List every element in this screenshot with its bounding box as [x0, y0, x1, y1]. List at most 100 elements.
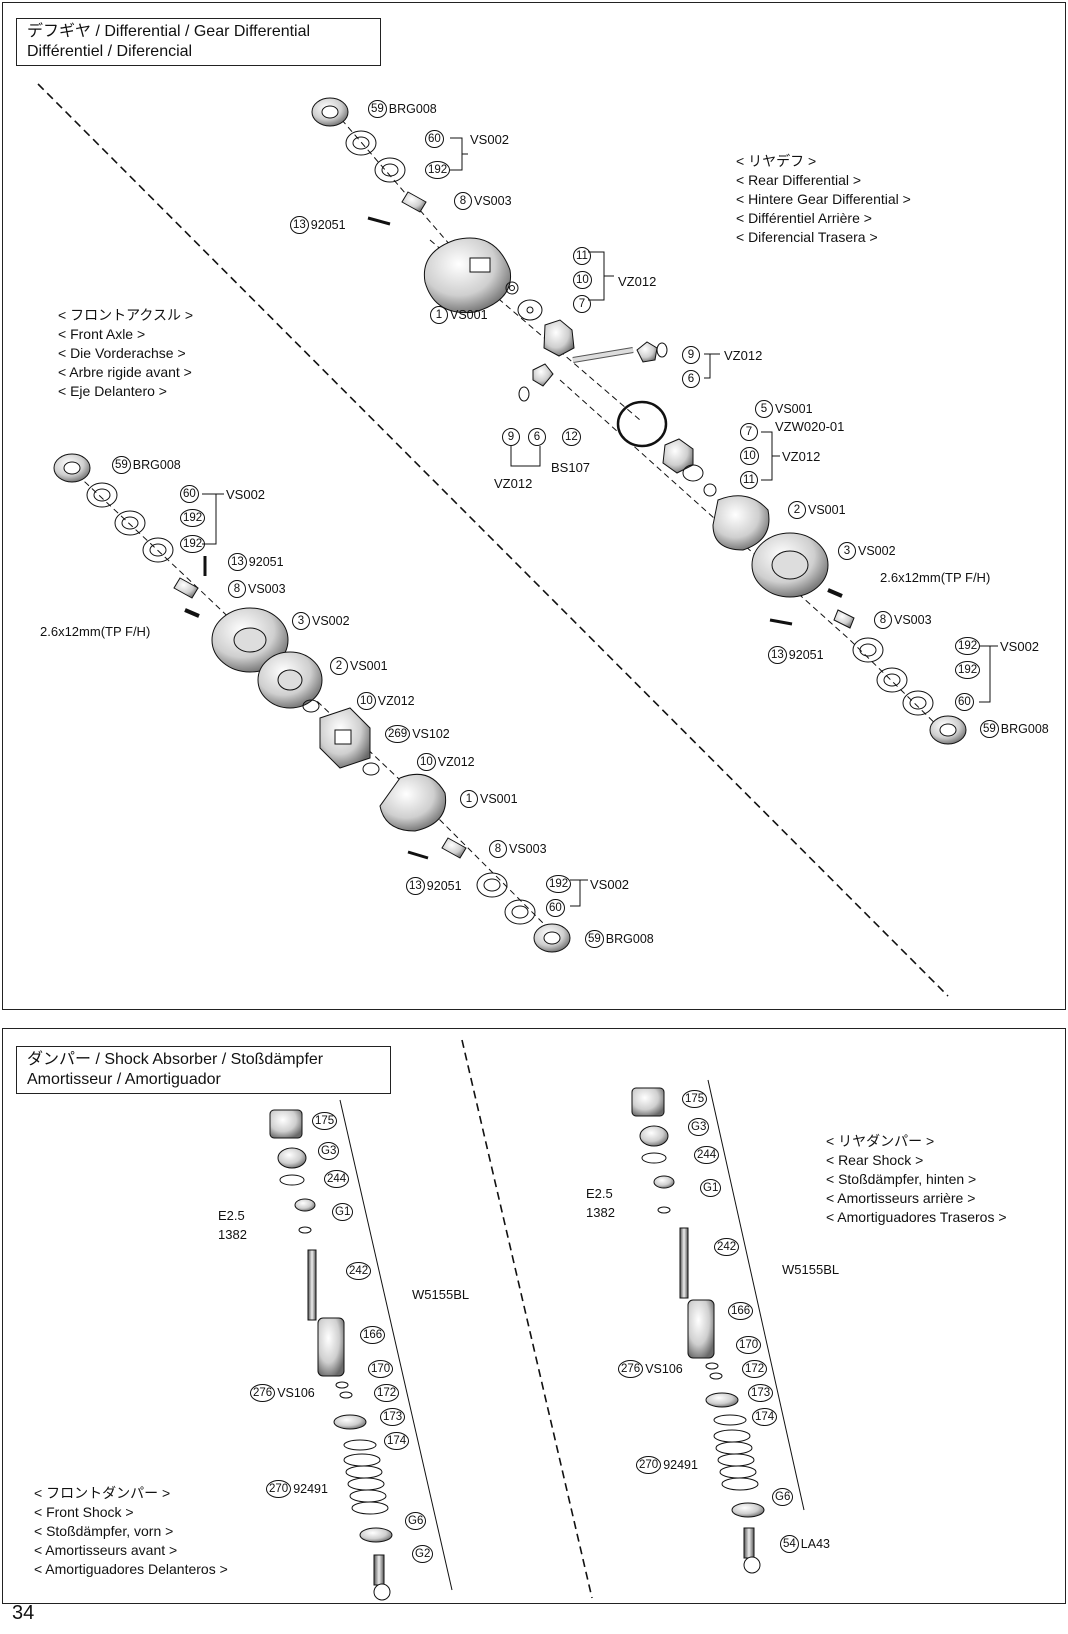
- callout-r9a: 9: [682, 346, 702, 364]
- callout-sl174: 174: [384, 1432, 411, 1450]
- label-vs002-rear: VS002: [470, 132, 510, 147]
- callout-r192b: 192: [955, 637, 982, 655]
- shock-title: ダンパー / Shock Absorber / Stoßdämpfer Amor…: [16, 1046, 391, 1094]
- label-screw-front: 2.6x12mm(TP F/H): [40, 624, 151, 639]
- callout-r10b: 10: [740, 447, 761, 465]
- callout-f192b: 192: [180, 535, 207, 553]
- front-axle-heading: < フロントアクスル > < Front Axle > < Die Vorder…: [58, 307, 194, 399]
- callout-r11b: 11: [740, 471, 760, 489]
- callout-r192c: 192: [955, 661, 982, 679]
- callout-sl242: 242: [346, 1262, 373, 1280]
- callout-sl172: 172: [374, 1384, 401, 1402]
- front-shock-parts: [269, 1099, 453, 1601]
- callout-sr172: 172: [742, 1360, 769, 1378]
- shock-panel: [2, 1028, 1066, 1604]
- shock-title-line2: Amortisseur / Amortiguador: [27, 1071, 221, 1088]
- callout-r6b: 6: [528, 428, 548, 446]
- callout-sr242: 242: [714, 1238, 741, 1256]
- callout-sl170: 170: [368, 1360, 395, 1378]
- label-vz012-rear-c: VZ012: [494, 476, 533, 491]
- callout-r10a: 10: [573, 271, 594, 289]
- callout-slG2: G2: [412, 1545, 435, 1563]
- callout-sl173: 173: [380, 1408, 407, 1426]
- callout-r60a: 60: [425, 130, 446, 148]
- callout-sl166: 166: [360, 1326, 387, 1344]
- rear-diff-heading: < リヤデフ > < Rear Differential > < Hintere…: [736, 153, 911, 245]
- callout-sr244: 244: [694, 1146, 721, 1164]
- rear-diff-parts: [311, 97, 967, 745]
- label-bs107: BS107: [551, 460, 591, 475]
- callout-slG3: G3: [318, 1142, 341, 1160]
- diagonal-divider: [37, 83, 949, 997]
- label-w5155bl-front: W5155BL: [412, 1287, 470, 1302]
- label-e25-rear: E2.5: [586, 1186, 613, 1201]
- label-w5155bl-rear: W5155BL: [782, 1262, 840, 1277]
- callout-r192a: 192: [425, 161, 452, 179]
- callout-r11a: 11: [573, 247, 593, 265]
- differential-title-line1: デフギヤ / Differential / Gear Differential: [27, 23, 311, 40]
- callout-sr174: 174: [752, 1408, 779, 1426]
- callout-srG3: G3: [688, 1118, 711, 1136]
- label-vs002-front-b: VS002: [590, 877, 630, 892]
- callout-sr170: 170: [736, 1336, 763, 1354]
- callout-f192a: 192: [180, 509, 207, 527]
- label-vs002-front: VS002: [226, 487, 266, 502]
- label-vz012-rear-d: VZ012: [782, 449, 821, 464]
- label-screw-rear: 2.6x12mm(TP F/H): [880, 570, 991, 585]
- front-shock-heading: < フロントダンパー > < Front Shock > < Stoßdämpf…: [34, 1485, 228, 1577]
- callout-srG1: G1: [700, 1179, 723, 1197]
- callout-sr166: 166: [728, 1302, 755, 1320]
- differential-title-line2: Différentiel / Diferencial: [27, 43, 193, 60]
- callout-sl175: 175: [312, 1112, 339, 1130]
- shock-title-line1: ダンパー / Shock Absorber / Stoßdämpfer: [27, 1051, 324, 1068]
- callout-sr173: 173: [748, 1384, 775, 1402]
- differential-panel: [2, 2, 1066, 1010]
- label-1382-front: 1382: [218, 1227, 247, 1242]
- label-vzw020: VZW020-01: [775, 419, 845, 434]
- rear-shock-parts: [631, 1079, 805, 1574]
- callout-r7b: 7: [740, 423, 760, 441]
- callout-srG6: G6: [772, 1488, 795, 1506]
- callout-r9b: 9: [502, 428, 522, 446]
- callout-r7a: 7: [573, 295, 593, 313]
- label-1382-rear: 1382: [586, 1205, 615, 1220]
- label-vz012-rear-a: VZ012: [618, 274, 657, 289]
- page-number: 34: [12, 1602, 35, 1624]
- callout-sr175: 175: [682, 1090, 709, 1108]
- shock-divider: [461, 1039, 593, 1599]
- callout-f192c: 192: [546, 875, 573, 893]
- label-vz012-rear-b: VZ012: [724, 348, 763, 363]
- callout-slG6: G6: [405, 1512, 428, 1530]
- callout-f60: 60: [180, 485, 201, 503]
- front-axle-parts: [53, 453, 571, 953]
- differential-title: デフギヤ / Differential / Gear Differential …: [16, 18, 381, 66]
- callout-f60b: 60: [546, 899, 567, 917]
- rear-shock-heading: < リヤダンパー > < Rear Shock > < Stoßdämpfer,…: [826, 1133, 1007, 1225]
- callout-r6a: 6: [682, 370, 702, 388]
